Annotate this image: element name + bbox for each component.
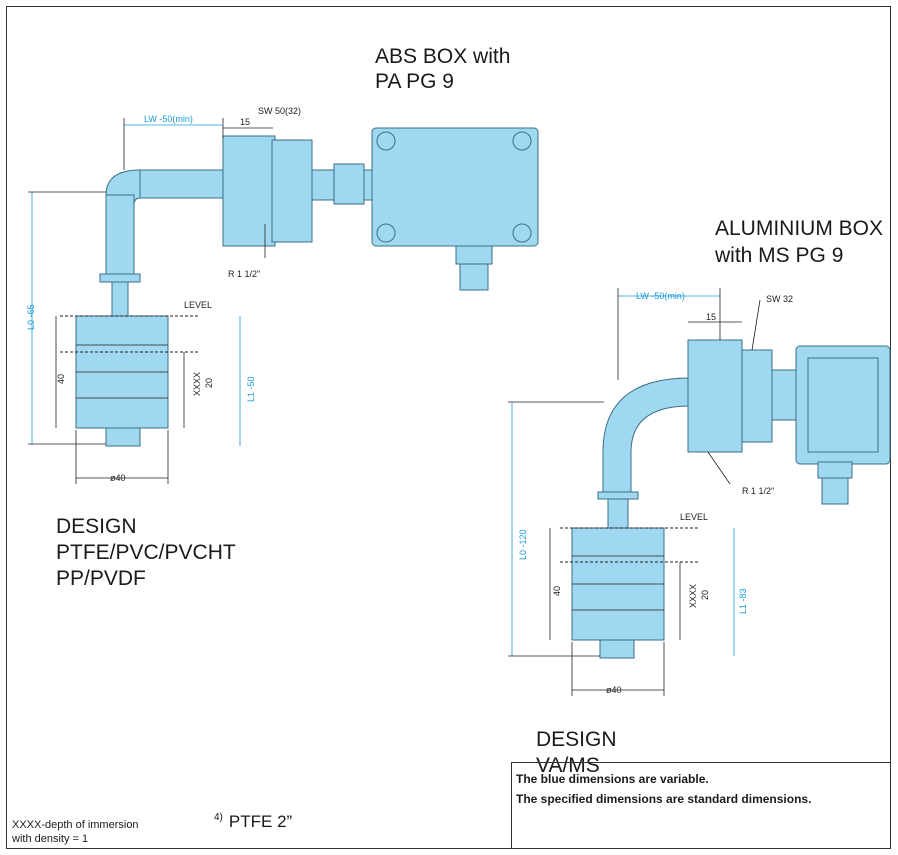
left-gland-nut	[333, 163, 365, 205]
left-dim-level: LEVEL	[184, 300, 212, 310]
left-design-line2: PTFE/PVC/PVCHT	[56, 541, 236, 564]
left-housing	[222, 135, 276, 247]
dimension-note-box: The blue dimensions are variable. The sp…	[511, 762, 891, 849]
right-design-line2: VA/MS	[536, 754, 600, 777]
left-float-tip	[105, 427, 141, 447]
left-vertical-pipe	[105, 194, 135, 276]
right-dim-20: 20	[700, 590, 710, 600]
right-dim-15: 15	[706, 312, 716, 322]
left-dim-dia: ø40	[110, 473, 126, 483]
aluminium-box-label-line2: with MS PG 9	[715, 244, 844, 267]
right-dim-level: LEVEL	[680, 512, 708, 522]
left-housing-nut	[271, 139, 313, 243]
ptfe-footnote-marker: 4)	[214, 812, 223, 823]
left-dim-l1: L1 -50	[246, 376, 256, 402]
right-assembly	[508, 288, 891, 696]
left-dim-40: 40	[56, 374, 66, 384]
abs-box	[371, 127, 539, 247]
left-collar	[99, 273, 141, 283]
left-cable-gland	[455, 245, 493, 265]
right-dim-40: 40	[552, 586, 562, 596]
left-horizontal-pipe	[139, 169, 227, 199]
right-dim-sw: SW 32	[766, 294, 793, 304]
right-design-line1: DESIGN	[536, 728, 617, 751]
footnote-line1: XXXX-depth of immersion	[12, 819, 139, 831]
right-dim-lw: LW -50(min)	[636, 291, 685, 301]
right-collar	[597, 491, 639, 500]
right-housing	[687, 339, 743, 453]
left-assembly	[28, 118, 539, 484]
ptfe-footnote: 4) PTFE 2”	[214, 812, 292, 832]
left-stem	[111, 281, 129, 317]
footnote-line2: with density = 1	[12, 833, 89, 845]
aluminium-box-label-line1: ALUMINIUM BOX	[715, 217, 884, 240]
left-dim-l0: L0 -65	[26, 304, 36, 330]
left-dim-xxxx: XXXX	[192, 372, 202, 396]
left-dim-r: R 1 1/2"	[228, 269, 260, 279]
right-bent-pipe	[602, 377, 691, 499]
abs-box-label-line1: ABS BOX with	[375, 45, 511, 68]
abs-box-label-line2: PA PG 9	[375, 70, 454, 93]
right-dim-xxxx: XXXX	[688, 584, 698, 608]
right-cable-gland	[817, 461, 853, 479]
left-dim-lw: LW -50(min)	[144, 114, 193, 124]
right-dim-l1: L1 -83	[738, 588, 748, 614]
note-line-variable: The blue dimensions are variable.	[516, 772, 709, 786]
right-stem	[607, 498, 629, 530]
right-float-tip	[599, 639, 635, 659]
ptfe-footnote-text: PTFE 2”	[228, 812, 293, 831]
left-dim-15: 15	[240, 117, 250, 127]
left-design-line3: PP/PVDF	[56, 567, 146, 590]
left-dim-20: 20	[204, 378, 214, 388]
right-dim-r: R 1 1/2"	[742, 486, 774, 496]
note-line-standard: The specified dimensions are standard di…	[516, 792, 812, 806]
left-design-line1: DESIGN	[56, 515, 137, 538]
right-dim-l0: L0 -120	[518, 529, 528, 560]
left-dim-sw: SW 50(32)	[258, 106, 301, 116]
right-hex-nut	[771, 369, 801, 421]
right-dim-dia: ø40	[606, 685, 622, 695]
